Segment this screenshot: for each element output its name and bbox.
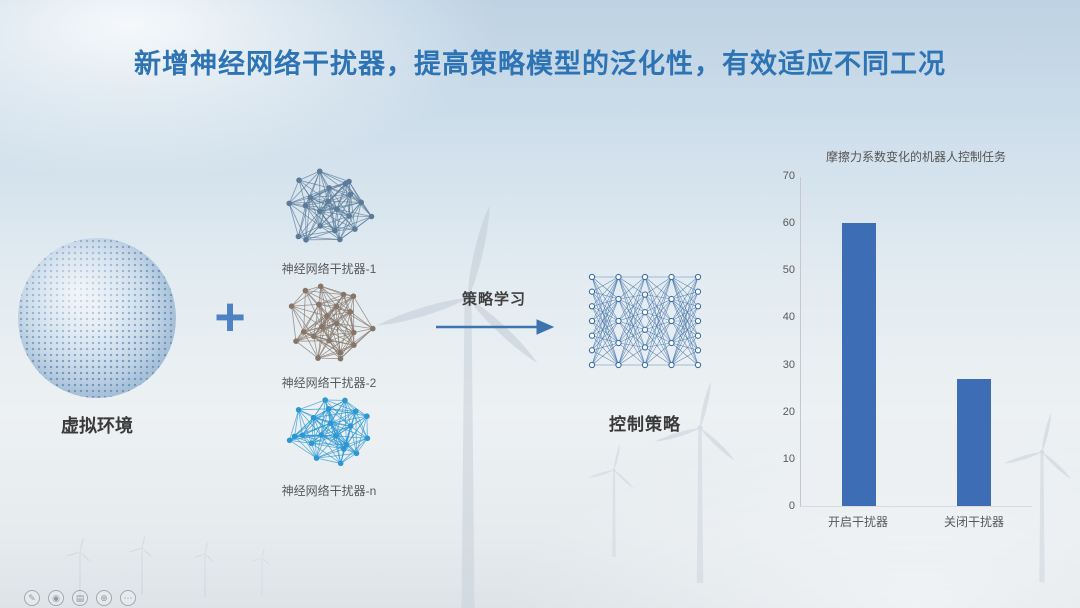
highlighter-icon[interactable]: ▤: [72, 590, 88, 606]
neural-network-perturber-1-icon: [286, 168, 375, 243]
y-tick-label: 0: [788, 500, 795, 512]
policy-label: 控制策略: [609, 415, 681, 434]
y-tick-label: 40: [782, 311, 795, 324]
wind-turbine-icon: [192, 540, 216, 598]
perturber-block-1: 神经网络干扰器-1: [276, 166, 382, 277]
bar-column: [801, 177, 917, 506]
perturber-block-n: 神经网络干扰器-n: [276, 388, 382, 499]
arrow-label: 策略学习: [461, 291, 526, 308]
chart-plot-area: 0 10 20 30 40 50 60 70: [783, 170, 1032, 512]
virtual-environment-globe-icon: [18, 238, 176, 398]
wind-turbine-icon: [250, 546, 271, 596]
neural-network-perturber-n-icon: [286, 397, 371, 467]
wind-turbine-icon: [128, 533, 153, 595]
environment-label: 虚拟环境: [61, 416, 133, 436]
right-arrow-icon: [436, 319, 555, 335]
y-tick-label: 30: [782, 358, 795, 371]
bar-column: [917, 177, 1033, 506]
plus-icon: +: [214, 287, 246, 347]
y-tick-label: 60: [782, 217, 795, 230]
perturber-label-2: 神经网络干扰器-2: [281, 376, 377, 390]
chart-y-axis: 0 10 20 30 40 50 60 70: [763, 170, 795, 512]
pen-icon[interactable]: ✎: [24, 590, 40, 606]
eraser-icon[interactable]: ⊕: [96, 590, 112, 606]
policy-learning-arrow-group: 策略学习: [434, 288, 555, 342]
perturber-label-n: 神经网络干扰器-n: [281, 484, 377, 498]
laser-pointer-icon[interactable]: ◉: [48, 590, 64, 606]
chart-x-labels: 开启干扰器 关闭干扰器: [800, 513, 1032, 530]
wind-turbine-icon: [375, 204, 540, 608]
x-category-label: 关闭干扰器: [943, 515, 1004, 529]
perturber-block-2: 神经网络干扰器-2: [276, 280, 382, 391]
chart-bars: [801, 177, 1032, 506]
control-policy-network-icon: [588, 273, 702, 369]
y-tick-label: 70: [782, 170, 795, 182]
more-icon[interactable]: ⋯: [120, 590, 136, 606]
slideshow-controls: ✎ ◉ ▤ ⊕ ⋯: [24, 590, 136, 606]
y-tick-label: 10: [782, 452, 795, 465]
bar-2: [957, 378, 992, 506]
bar-chart: 摩擦力系数变化的机器人控制任务 0 10 20 30 40 50 60 70 开启干扰器 关闭干…: [762, 148, 1062, 530]
neural-network-perturber-2-icon: [288, 283, 376, 362]
slide-title: 新增神经网络干扰器，提高策略模型的泛化性，有效适应不同工况: [134, 49, 946, 79]
y-tick-label: 50: [782, 264, 795, 277]
bar-1: [841, 223, 876, 506]
perturber-label-1: 神经网络干扰器-1: [281, 262, 377, 276]
x-category-label: 开启干扰器: [827, 515, 888, 529]
y-tick-label: 20: [782, 405, 795, 418]
chart-title: 摩擦力系数变化的机器人控制任务: [825, 150, 1006, 164]
wind-turbine-icon: [588, 443, 635, 557]
